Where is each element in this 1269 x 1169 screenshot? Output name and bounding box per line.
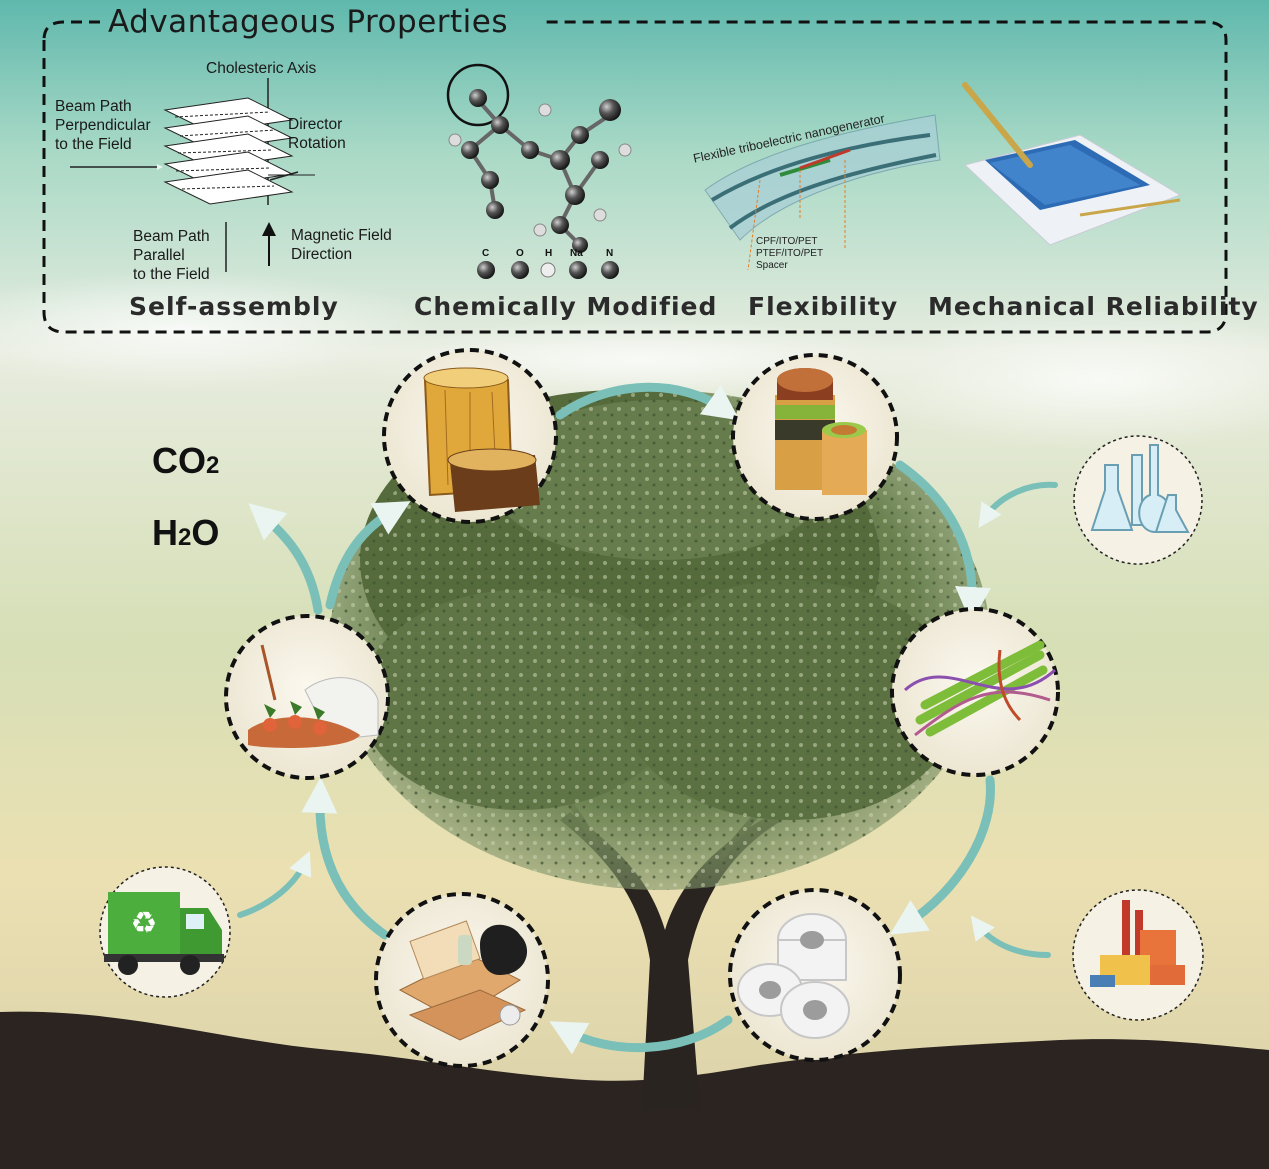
teng-layer-1: CPF/ITO/PET bbox=[756, 236, 818, 247]
cellulose-fiber-icon bbox=[904, 640, 1057, 737]
molecule-model bbox=[446, 63, 632, 279]
waste-pile-icon bbox=[398, 920, 528, 1041]
arrow-factory-input bbox=[970, 915, 1051, 958]
arrow-tissue-to-waste bbox=[549, 1015, 733, 1055]
teng-device-figure bbox=[704, 114, 941, 271]
arrow-compost-to-log bbox=[325, 501, 411, 610]
svg-text:♻: ♻ bbox=[131, 906, 158, 941]
factory-icon bbox=[1090, 900, 1185, 987]
compost-icon bbox=[248, 644, 379, 748]
ground bbox=[0, 1011, 1269, 1169]
tissue-roll-icon bbox=[737, 913, 850, 1039]
atom-label-c: C bbox=[482, 248, 490, 259]
arrow-to-products bbox=[248, 503, 323, 615]
teng-layer-2: PTEF/ITO/PET bbox=[756, 248, 824, 259]
recycling-truck-icon: ♻ bbox=[104, 892, 224, 975]
arrow-lab-input bbox=[978, 481, 1058, 529]
beam-perpendicular-label: Beam Path Perpendicular to the Field bbox=[55, 98, 151, 153]
arrow-waste-to-compost bbox=[301, 777, 390, 940]
properties-frame bbox=[42, 20, 1228, 334]
cholesteric-layers-figure bbox=[70, 78, 315, 272]
atom-label-na: Na bbox=[570, 248, 583, 259]
magnetic-field-label: Magnetic Field Direction bbox=[291, 227, 392, 263]
atom-label-h: H bbox=[545, 248, 553, 259]
product-co2: CO2 bbox=[152, 440, 219, 482]
property-self-assembly: Self-assembly bbox=[129, 292, 339, 321]
teng-layer-3: Spacer bbox=[756, 260, 788, 271]
sensor-film-figure bbox=[962, 82, 1182, 246]
cholesteric-axis-label: Cholesteric Axis bbox=[206, 60, 317, 77]
co2-text: CO bbox=[152, 440, 206, 481]
co2-subscript: 2 bbox=[206, 452, 220, 479]
director-rotation-label: Director Rotation bbox=[288, 116, 346, 152]
magnetic-field-arrow bbox=[262, 222, 276, 266]
lab-flask-icon bbox=[1090, 444, 1190, 534]
h2o-text: H bbox=[152, 512, 178, 553]
beam-parallel-label: Beam Path Parallel to the Field bbox=[133, 228, 210, 283]
property-mechanical-reliability: Mechanical Reliability bbox=[928, 292, 1259, 321]
arrow-cylinder-to-fiber bbox=[895, 460, 991, 623]
cycle-arrows bbox=[237, 382, 1058, 1055]
arrow-fiber-to-tissue bbox=[889, 775, 995, 935]
wood-log-icon bbox=[423, 367, 540, 512]
atom-label-n: N bbox=[606, 248, 614, 259]
arrow-truck-input bbox=[237, 850, 312, 918]
h2o-subscript: 2 bbox=[178, 524, 192, 551]
atom-label-o: O bbox=[516, 248, 524, 259]
wood-cylinder-icon bbox=[775, 368, 867, 495]
property-flexibility: Flexibility bbox=[748, 292, 899, 321]
section-title: Advantageous Properties bbox=[108, 4, 509, 40]
cloud bbox=[840, 310, 1269, 450]
arrow-log-to-cylinder bbox=[555, 382, 740, 421]
tree-trunk bbox=[560, 810, 786, 1110]
product-h2o: H2O bbox=[152, 512, 219, 554]
cloud bbox=[0, 270, 440, 390]
h2o-tail: O bbox=[191, 512, 220, 553]
property-chemically-modified: Chemically Modified bbox=[414, 292, 718, 321]
